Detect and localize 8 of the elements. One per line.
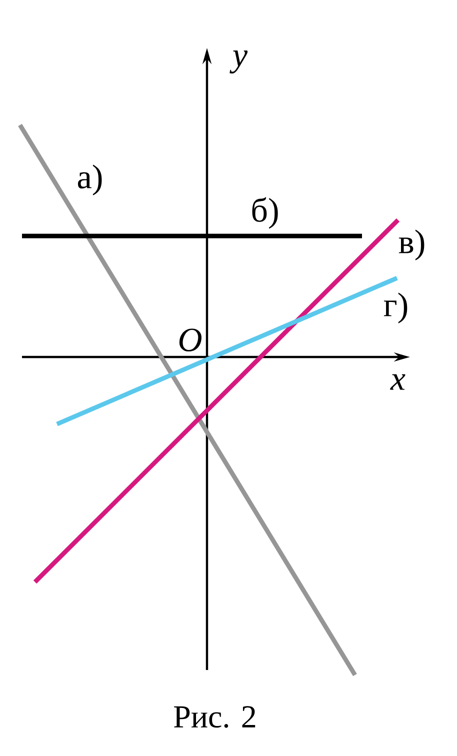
axis-label: x [390,374,406,390]
axis-label: y [230,50,248,74]
line-label: в) [398,230,424,260]
origin-label: O [179,328,202,352]
line-label: а) [78,164,102,196]
caption: Рис. 2 [174,706,256,728]
line-label: б) [252,197,278,229]
line-label: г) [384,292,408,324]
